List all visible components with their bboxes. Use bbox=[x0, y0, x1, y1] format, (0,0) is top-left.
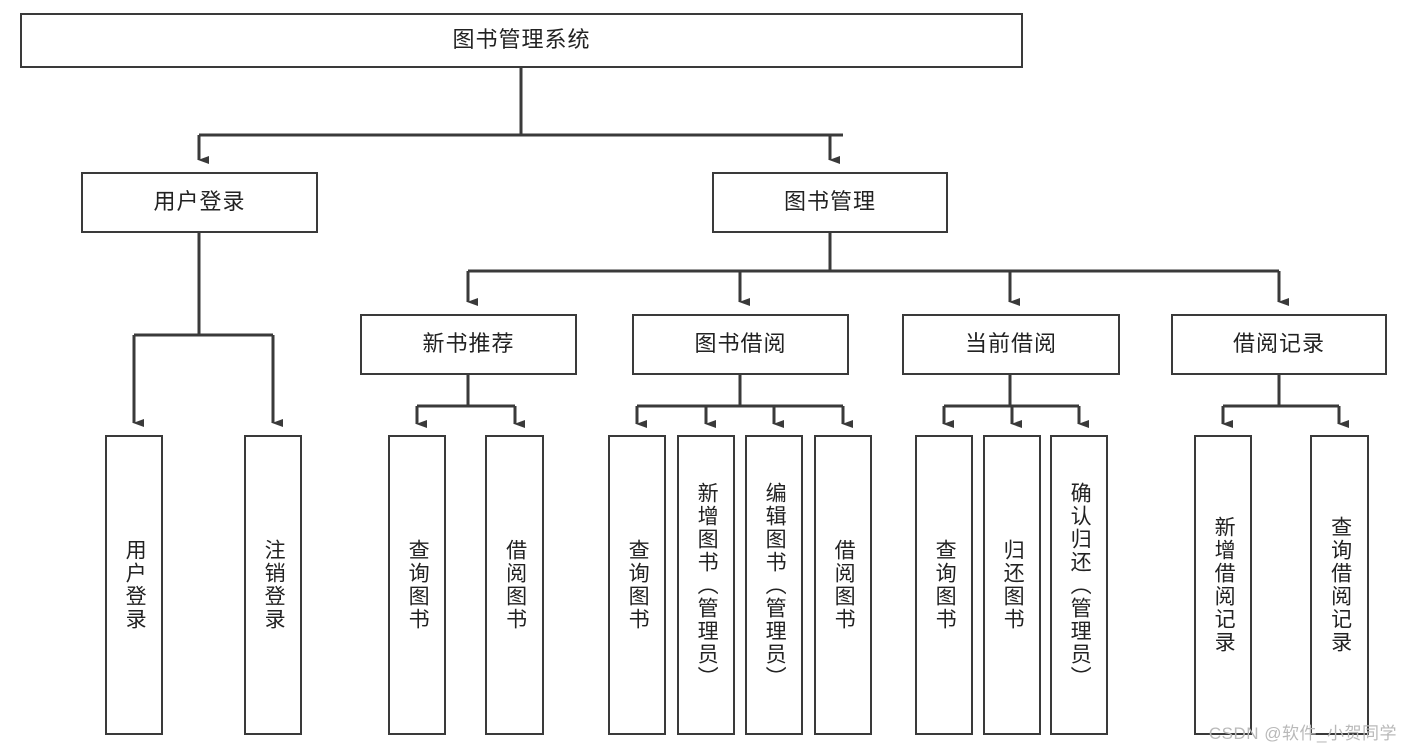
node-leaf-query-book-current[interactable]: 查询图书 bbox=[915, 435, 973, 735]
node-label: 新增借阅记录 bbox=[1212, 516, 1236, 654]
node-new-book-recommend[interactable]: 新书推荐 bbox=[360, 314, 577, 375]
node-borrow-records[interactable]: 借阅记录 bbox=[1171, 314, 1387, 375]
node-current-borrow[interactable]: 当前借阅 bbox=[902, 314, 1120, 375]
node-label: 图书借阅 bbox=[694, 331, 787, 357]
node-leaf-borrow-book-new[interactable]: 借阅图书 bbox=[485, 435, 544, 735]
node-label: 借阅记录 bbox=[1232, 331, 1325, 357]
node-label: 编辑图书（管理员） bbox=[763, 481, 787, 689]
node-label: 图书管理 bbox=[783, 189, 876, 215]
node-label: 用户登录 bbox=[153, 189, 246, 215]
node-label: 查询图书 bbox=[626, 539, 650, 631]
node-label: 归还图书 bbox=[1001, 539, 1025, 631]
node-label: 确认归还（管理员） bbox=[1068, 481, 1092, 689]
node-leaf-query-borrow-record[interactable]: 查询借阅记录 bbox=[1310, 435, 1369, 735]
node-label: 查询借阅记录 bbox=[1328, 516, 1352, 654]
node-user-login[interactable]: 用户登录 bbox=[81, 172, 318, 233]
node-leaf-add-borrow-record[interactable]: 新增借阅记录 bbox=[1194, 435, 1252, 735]
node-label: 当前借阅 bbox=[964, 331, 1057, 357]
node-leaf-logout[interactable]: 注销登录 bbox=[244, 435, 302, 735]
node-label: 注销登录 bbox=[262, 539, 286, 631]
watermark-text: CSDN @软件_小贺同学 bbox=[1208, 724, 1397, 743]
node-leaf-confirm-return-admin[interactable]: 确认归还（管理员） bbox=[1050, 435, 1108, 735]
node-label: 用户登录 bbox=[123, 539, 147, 631]
node-book-borrow[interactable]: 图书借阅 bbox=[632, 314, 849, 375]
node-label: 借阅图书 bbox=[832, 539, 856, 631]
node-leaf-query-book-borrow[interactable]: 查询图书 bbox=[608, 435, 666, 735]
node-label: 借阅图书 bbox=[503, 539, 527, 631]
node-root-system[interactable]: 图书管理系统 bbox=[20, 13, 1023, 68]
node-label: 新增图书（管理员） bbox=[695, 481, 719, 689]
node-book-management[interactable]: 图书管理 bbox=[712, 172, 948, 233]
node-leaf-query-book-new[interactable]: 查询图书 bbox=[388, 435, 446, 735]
node-leaf-edit-book-admin[interactable]: 编辑图书（管理员） bbox=[745, 435, 803, 735]
node-leaf-user-login[interactable]: 用户登录 bbox=[105, 435, 163, 735]
node-leaf-return-book[interactable]: 归还图书 bbox=[983, 435, 1041, 735]
node-label: 图书管理系统 bbox=[452, 27, 591, 53]
node-leaf-borrow-book[interactable]: 借阅图书 bbox=[814, 435, 872, 735]
node-label: 查询图书 bbox=[406, 539, 430, 631]
node-label: 查询图书 bbox=[933, 539, 957, 631]
node-label: 新书推荐 bbox=[422, 331, 515, 357]
node-leaf-add-book-admin[interactable]: 新增图书（管理员） bbox=[677, 435, 735, 735]
